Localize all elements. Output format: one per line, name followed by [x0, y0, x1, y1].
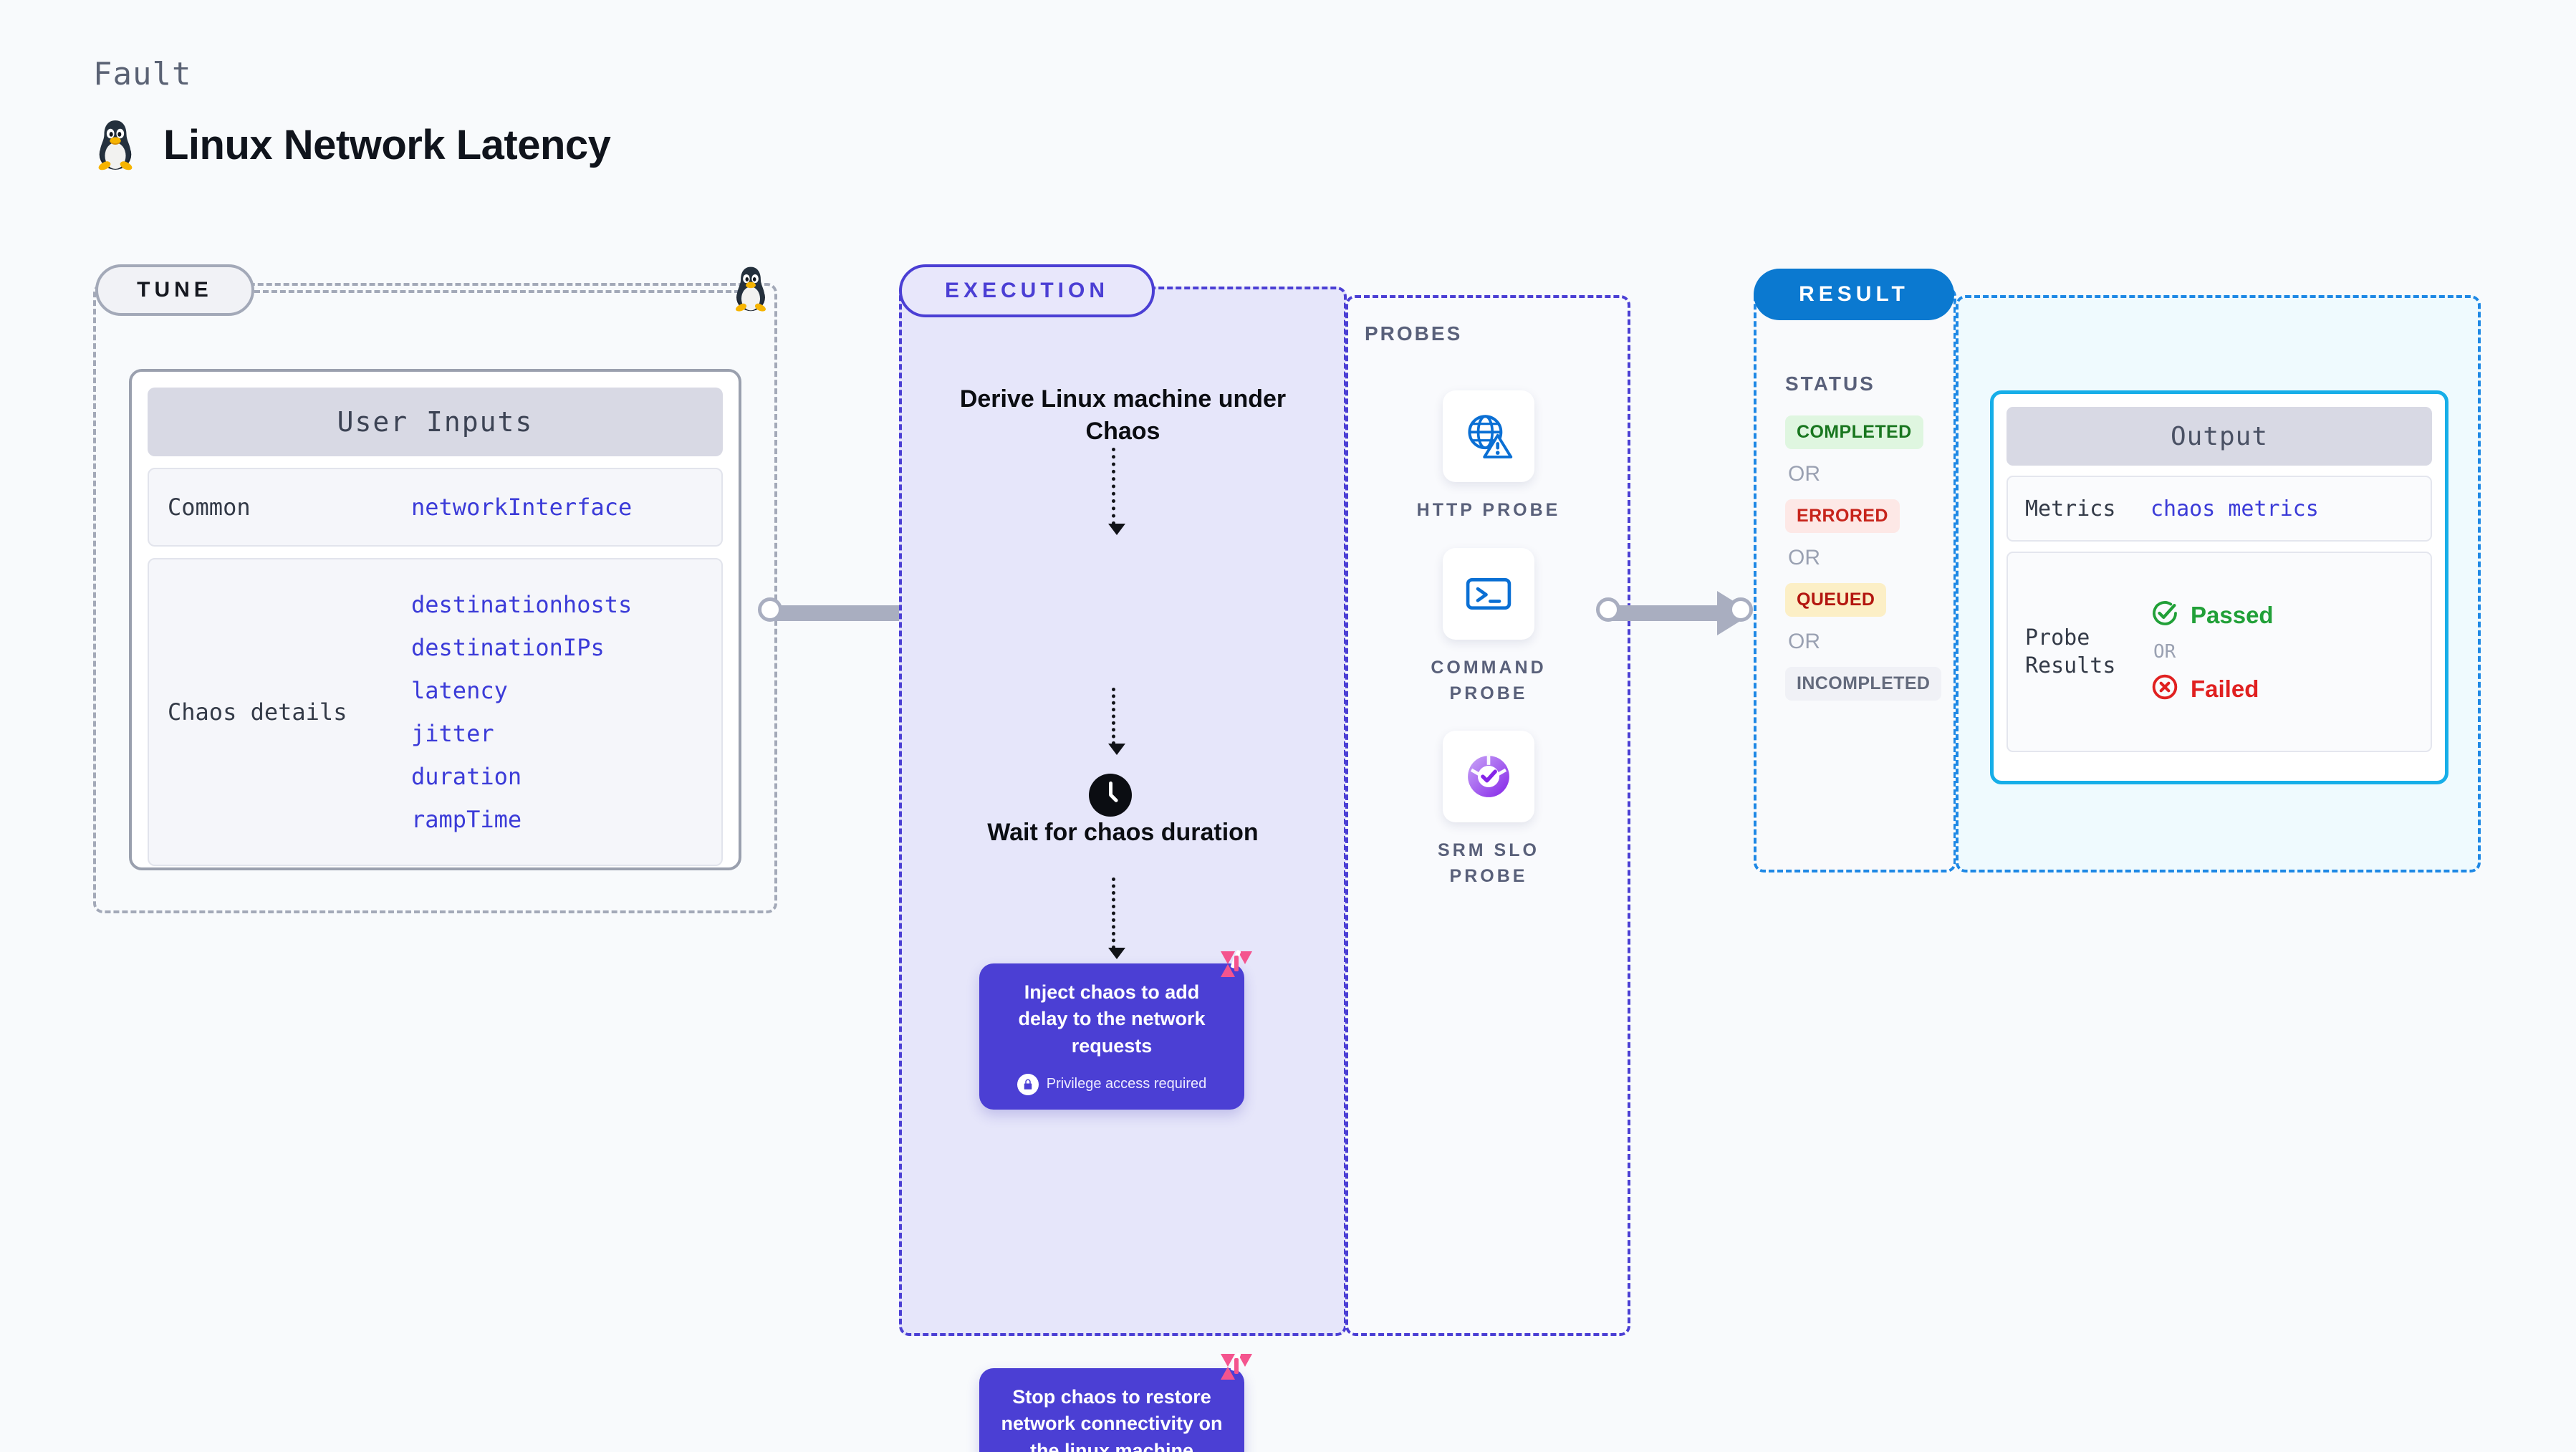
flow-arrow	[1108, 688, 1125, 755]
connector-dot-start	[758, 597, 782, 622]
litmus-chaos-icon	[1216, 1347, 1256, 1387]
probe-result-failed: Failed	[2150, 673, 2274, 705]
status-badge-incompleted: INCOMPLETED	[1785, 667, 1942, 701]
connector-dot-end	[1729, 597, 1753, 622]
flow-arrow	[1108, 448, 1125, 535]
clock-icon	[1087, 772, 1133, 818]
user-inputs-card: User Inputs Common networkInterface Chao…	[129, 369, 741, 870]
privilege-notice: Privilege access required	[998, 1073, 1226, 1095]
output-metrics-value[interactable]: chaos metrics	[2150, 496, 2319, 521]
connector-dot-start	[1596, 597, 1620, 622]
chaos-step-text: Stop chaos to restore network connectivi…	[1001, 1386, 1223, 1452]
probe-command[interactable]: COMMAND PROBE	[1395, 548, 1582, 706]
output-section-metrics: Metrics chaos metrics	[2007, 476, 2432, 542]
output-card: Output Metrics chaos metrics Probe Resul…	[1990, 390, 2448, 784]
slo-donut-check-icon	[1443, 731, 1534, 822]
stage-pill-result[interactable]: RESULT	[1754, 269, 1954, 320]
page-title-row: Linux Network Latency	[93, 118, 611, 171]
tune-input-latency[interactable]: latency	[411, 677, 508, 704]
connector-bar	[1608, 605, 1723, 621]
privilege-text: Privilege access required	[1046, 1076, 1207, 1092]
probes-label: PROBES	[1365, 322, 1463, 345]
globe-warning-icon	[1443, 390, 1534, 482]
status-badge-queued: QUEUED	[1785, 583, 1887, 617]
chaos-step-text: Inject chaos to add delay to the network…	[1018, 981, 1206, 1057]
result-status-box	[1754, 287, 1956, 872]
output-probe-results-label: Probe Results	[2025, 625, 2116, 678]
probe-http[interactable]: HTTP PROBE	[1395, 390, 1582, 524]
probe-result-or: OR	[2153, 641, 2176, 663]
tune-input-jitter[interactable]: jitter	[411, 720, 494, 747]
tune-section-label: Chaos details	[168, 698, 347, 726]
probe-srm-slo[interactable]: SRM SLO PROBE	[1395, 731, 1582, 889]
tux-penguin-icon	[93, 118, 138, 171]
output-header: Output	[2007, 407, 2432, 466]
status-list: COMPLETED OR ERRORED OR QUEUED OR INCOMP…	[1785, 415, 1957, 701]
probe-label: HTTP PROBE	[1416, 500, 1561, 520]
probe-result-passed: Passed	[2150, 599, 2274, 631]
terminal-icon	[1443, 548, 1534, 640]
flow-step-wait-duration: Wait for chaos duration	[987, 819, 1259, 846]
flow-step-derive-machine: Derive Linux machine under Chaos	[959, 385, 1287, 446]
stage-pill-execution[interactable]: EXECUTION	[899, 264, 1155, 317]
output-section-probe-results: Probe Results Passed OR	[2007, 552, 2432, 752]
tune-section-chaos-details: Chaos details destinationhosts destinati…	[148, 558, 723, 866]
stage-pill-tune[interactable]: TUNE	[95, 264, 254, 316]
probe-result-passed-text: Passed	[2191, 601, 2274, 628]
tune-input-duration[interactable]: duration	[411, 763, 522, 790]
tune-section-label: Common	[168, 493, 251, 521]
litmus-chaos-icon	[1216, 944, 1256, 984]
tune-input-destinationips[interactable]: destinationIPs	[411, 634, 605, 661]
page-eyebrow: Fault	[93, 56, 192, 92]
page-title: Linux Network Latency	[163, 121, 611, 168]
status-or: OR	[1788, 630, 1820, 653]
probe-results-values: Passed OR Failed	[2150, 599, 2274, 705]
x-circle-icon	[2150, 673, 2179, 705]
status-badge-completed: COMPLETED	[1785, 415, 1923, 449]
flow-step-stop-chaos: Stop chaos to restore network connectivi…	[979, 1368, 1244, 1452]
tune-section-values: destinationhosts destinationIPs latency …	[411, 591, 632, 833]
tune-input-networkinterface[interactable]: networkInterface	[411, 494, 633, 521]
status-label: STATUS	[1785, 372, 1875, 395]
flow-arrow	[1108, 878, 1125, 959]
tune-tux-badge-icon	[731, 265, 771, 316]
probe-result-failed-text: Failed	[2191, 675, 2259, 702]
status-badge-errored: ERRORED	[1785, 499, 1900, 533]
tune-input-ramptime[interactable]: rampTime	[411, 806, 522, 833]
tune-input-destinationhosts[interactable]: destinationhosts	[411, 591, 633, 618]
tune-section-common: Common networkInterface	[148, 468, 723, 547]
tune-section-values: networkInterface	[411, 494, 632, 521]
connector-bar	[770, 605, 903, 621]
probe-label: SRM SLO PROBE	[1438, 840, 1539, 886]
output-metrics-label: Metrics	[2025, 496, 2116, 521]
tune-connector-line	[254, 290, 749, 293]
lock-icon	[1017, 1073, 1039, 1095]
check-circle-icon	[2150, 599, 2179, 631]
user-inputs-header: User Inputs	[148, 388, 723, 456]
status-or: OR	[1788, 546, 1820, 569]
status-or: OR	[1788, 462, 1820, 486]
flow-step-inject-chaos: Inject chaos to add delay to the network…	[979, 963, 1244, 1110]
probe-label: COMMAND PROBE	[1431, 658, 1547, 703]
